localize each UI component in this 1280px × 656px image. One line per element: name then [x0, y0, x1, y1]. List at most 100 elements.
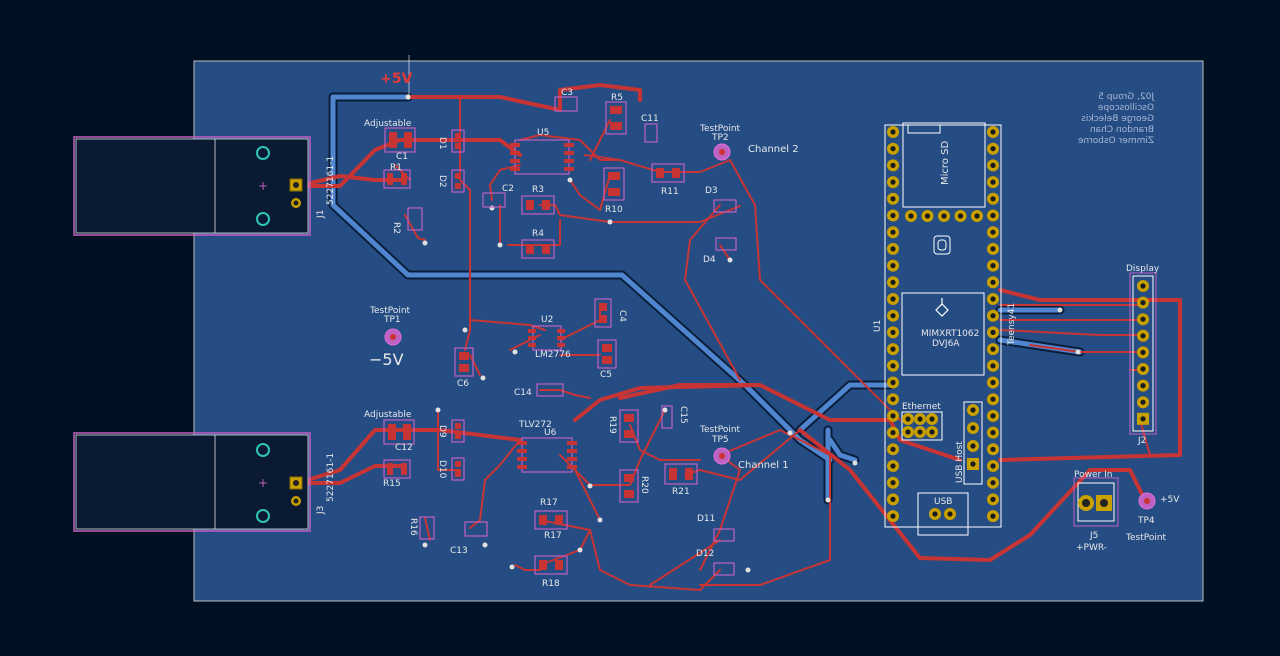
teensy-u1[interactable]: [884, 122, 1002, 536]
smd-pads: [387, 106, 693, 570]
drill-hole: [970, 443, 976, 449]
refdes-c12: C12: [395, 443, 413, 453]
refdes-c15: C15: [678, 406, 688, 424]
ic-u6[interactable]: [517, 437, 577, 473]
label-u2-part: LM2776: [535, 350, 571, 360]
label-teensy: Teensy41: [1007, 303, 1017, 346]
refdes-c11: C11: [641, 114, 659, 124]
refdes-r1: R1: [390, 163, 402, 173]
testpoint-tp1[interactable]: [384, 328, 402, 346]
drill-hole: [890, 430, 896, 436]
refdes-c6: C6: [457, 379, 469, 389]
drill-hole: [890, 496, 896, 502]
drill-hole: [890, 346, 896, 352]
drill-hole: [990, 212, 996, 219]
connector-j1[interactable]: +: [73, 136, 311, 236]
testpoint-tp2[interactable]: [713, 143, 731, 161]
drill-hole: [990, 279, 996, 285]
drill-hole: [957, 213, 964, 219]
drill-hole: [890, 246, 896, 252]
label-u6-part: TLV272: [518, 420, 552, 430]
drill-hole: [924, 213, 931, 219]
refdes-r2: R2: [391, 222, 401, 234]
connector-j5-power[interactable]: [1073, 477, 1119, 527]
credits-line-4: Brandon Chan: [1090, 125, 1154, 135]
refdes-r21: R21: [672, 487, 690, 497]
drill-hole: [929, 429, 935, 435]
drill-hole: [1140, 416, 1146, 422]
label-plus5v: +5V: [380, 71, 412, 87]
refdes-r20: R20: [639, 476, 649, 494]
drill-hole: [890, 296, 896, 302]
connector-j2-display[interactable]: [1129, 272, 1157, 435]
drill-hole: [1140, 383, 1146, 389]
drill-hole: [890, 446, 896, 452]
label-tp4: TP4: [1137, 516, 1155, 526]
connector-j3[interactable]: +: [73, 432, 311, 532]
drill-hole: [990, 329, 996, 335]
label-testpoint-tp5: TestPoint: [699, 425, 741, 435]
drill-hole: [990, 129, 996, 135]
drill-hole: [1140, 399, 1146, 405]
refdes-c3: C3: [561, 88, 573, 98]
drill-hole: [890, 179, 896, 185]
refdes-c1: C1: [396, 152, 408, 162]
refdes-r15: R15: [383, 479, 401, 489]
label-tp2: TP2: [711, 133, 729, 143]
drill-hole: [990, 513, 996, 519]
drill-hole: [1140, 300, 1146, 306]
drill-hole: [890, 463, 896, 469]
drill-hole: [1140, 316, 1146, 322]
label-tp5: TP5: [711, 435, 729, 445]
drill-hole: [990, 463, 996, 469]
drill-hole: [890, 379, 896, 386]
drill-hole: [890, 513, 896, 519]
label-channel1: Channel 1: [738, 460, 789, 471]
label-u1: U1: [873, 320, 883, 332]
drill-hole: [990, 496, 996, 502]
refdes-d2: D2: [437, 175, 447, 188]
label-testpoint-tp2: TestPoint: [699, 124, 741, 134]
label-chip-line1: MIMXRT1062: [921, 329, 979, 339]
drill-hole: [941, 213, 947, 219]
label-display: Display: [1126, 264, 1160, 274]
testpoint-tp5[interactable]: [713, 447, 731, 465]
drill-hole: [990, 480, 996, 486]
drill-hole: [917, 416, 923, 422]
credits-line-2: Oscilloscope: [1097, 103, 1154, 113]
refdes-r16: R16: [408, 518, 418, 536]
label-u2: U2: [541, 315, 553, 325]
drill-hole: [990, 446, 996, 452]
j2-pins: [1137, 280, 1149, 425]
smd-footprints[interactable]: [383, 96, 737, 576]
drill-hole: [990, 346, 996, 352]
ic-u5[interactable]: [510, 139, 574, 175]
drill-hole: [917, 429, 923, 435]
drill-hole: [947, 511, 953, 517]
drill-hole: [990, 179, 996, 185]
drill-hole: [990, 246, 996, 252]
label-usb: USB: [934, 497, 952, 507]
drill-hole: [890, 146, 896, 152]
label-minus5v: −5V: [369, 350, 404, 369]
drill-hole: [990, 396, 996, 402]
drill-hole: [970, 461, 976, 467]
drill-hole: [890, 480, 896, 486]
drill-hole: [1140, 349, 1146, 355]
label-micro-sd: Micro SD: [940, 141, 951, 185]
refdes-c5: C5: [600, 370, 612, 380]
ic-u2[interactable]: [528, 325, 565, 351]
drill-hole: [890, 329, 896, 335]
label-tp1: TP1: [383, 315, 401, 325]
front-copper-traces: [296, 83, 1182, 591]
drill-hole: [890, 413, 896, 419]
label-u5: U5: [537, 128, 549, 138]
drill-hole: [908, 213, 914, 219]
testpoint-tp4[interactable]: [1138, 492, 1156, 510]
drill-hole: [905, 429, 911, 435]
drill-hole: [990, 413, 996, 419]
drill-hole: [890, 212, 896, 219]
label-power-in: Power In: [1074, 470, 1112, 480]
drill-hole: [890, 313, 896, 319]
